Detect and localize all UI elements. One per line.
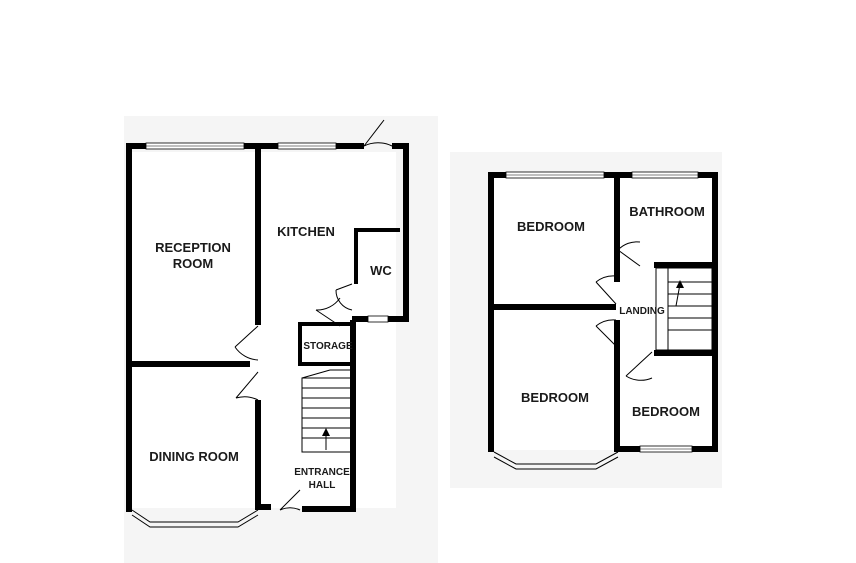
wall [488, 172, 494, 452]
wall [352, 316, 368, 322]
wall [614, 172, 620, 282]
entrance-label-line1: ENTRANCE [294, 467, 350, 478]
bathroom-label: BATHROOM [629, 204, 705, 219]
wc-label: WC [370, 263, 392, 278]
wall [126, 504, 132, 512]
wall [350, 320, 356, 510]
wall [654, 350, 718, 356]
wall [354, 228, 400, 232]
wall [698, 172, 718, 178]
wall [614, 320, 620, 452]
bathroom-door [617, 241, 641, 267]
staircase [301, 369, 353, 453]
wall [614, 446, 640, 452]
storage-label: STORAGE [303, 341, 353, 352]
bay-window [131, 509, 259, 523]
first-floor: BEDROOM BATHROOM LANDING BEDROOM BEDROOM [488, 171, 718, 470]
reception-door [234, 325, 259, 361]
wall [488, 172, 506, 178]
landing-arrow-icon [676, 280, 684, 288]
bedroom1-label: BEDROOM [517, 219, 585, 234]
wall [388, 316, 409, 322]
dining-door [235, 371, 259, 401]
wall [654, 262, 718, 268]
wall [126, 361, 250, 367]
bedroom2-door [595, 319, 617, 347]
wall [336, 143, 364, 149]
back-door [363, 119, 393, 147]
landing-label: LANDING [619, 306, 665, 317]
background-shading [124, 116, 722, 563]
front-door [279, 489, 301, 511]
wall [255, 504, 271, 510]
wall [298, 322, 302, 366]
reception-label-line2: ROOM [173, 256, 213, 271]
wc-door [335, 283, 353, 311]
reception-label-line1: RECEPTION [155, 240, 231, 255]
wall [298, 322, 354, 326]
storage-door [315, 297, 341, 327]
bedroom1-door [595, 275, 617, 305]
wall [354, 228, 358, 284]
ground-floor: RECEPTION ROOM KITCHEN WC STORAGE DINING… [126, 119, 409, 528]
bedroom3-label: BEDROOM [632, 404, 700, 419]
wall [302, 506, 356, 512]
dining-label: DINING ROOM [149, 449, 239, 464]
wall [126, 143, 132, 510]
kitchen-label: KITCHEN [277, 224, 335, 239]
bedroom3-door [625, 351, 653, 381]
wall [255, 400, 261, 510]
window [367, 315, 389, 323]
wall [126, 143, 146, 149]
bay-window [493, 451, 619, 465]
wall [692, 446, 718, 452]
stair-arrow-icon [322, 428, 330, 436]
landing-staircase [655, 267, 713, 351]
wall [712, 172, 718, 452]
wall [255, 143, 261, 325]
entrance-label-line2: HALL [309, 480, 336, 491]
wall [392, 143, 408, 149]
bedroom2-label: BEDROOM [521, 390, 589, 405]
wall [298, 362, 356, 366]
wall [403, 143, 409, 322]
wall [488, 304, 616, 310]
